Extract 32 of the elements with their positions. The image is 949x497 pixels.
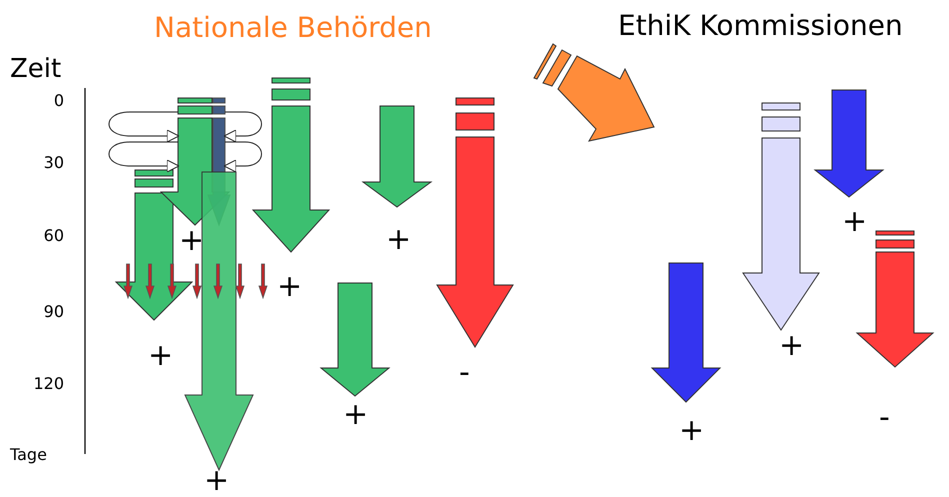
result-sign: - <box>879 404 890 432</box>
loop-arrow <box>108 142 180 172</box>
result-sign: + <box>343 401 368 430</box>
result-sign: + <box>779 332 804 360</box>
group-heading: EthiK Kommissionen <box>618 12 903 40</box>
axis-title: Zeit <box>10 56 62 82</box>
arrow-shape <box>321 283 389 396</box>
result-sign: + <box>842 208 868 236</box>
axis-tick-label: 0 <box>54 93 64 109</box>
loop-arrow <box>108 112 180 142</box>
group-heading: Nationale Behörden <box>154 14 432 42</box>
axis-tick-label: 90 <box>44 304 64 320</box>
arrow-shape <box>437 98 513 347</box>
arrow-shape <box>857 231 933 367</box>
result-sign: - <box>459 359 470 388</box>
result-sign: + <box>204 467 230 496</box>
loop-arrow <box>224 142 262 172</box>
axis-tick-label: 120 <box>33 376 64 392</box>
arrow-shape <box>363 106 431 207</box>
axis-tick-label: 30 <box>44 155 64 171</box>
result-sign: + <box>148 342 174 370</box>
result-sign: + <box>679 417 704 446</box>
axis-tick-label: 60 <box>44 228 64 244</box>
loop-arrow <box>224 112 262 142</box>
axis-unit-label: Tage <box>10 447 47 463</box>
arrow-shape <box>743 103 819 330</box>
arrow-shape <box>652 263 720 402</box>
result-sign: + <box>386 226 412 254</box>
arrow-shape <box>253 78 329 252</box>
arrow-shape <box>815 90 883 197</box>
result-sign: + <box>277 273 302 302</box>
result-sign: + <box>179 227 204 256</box>
